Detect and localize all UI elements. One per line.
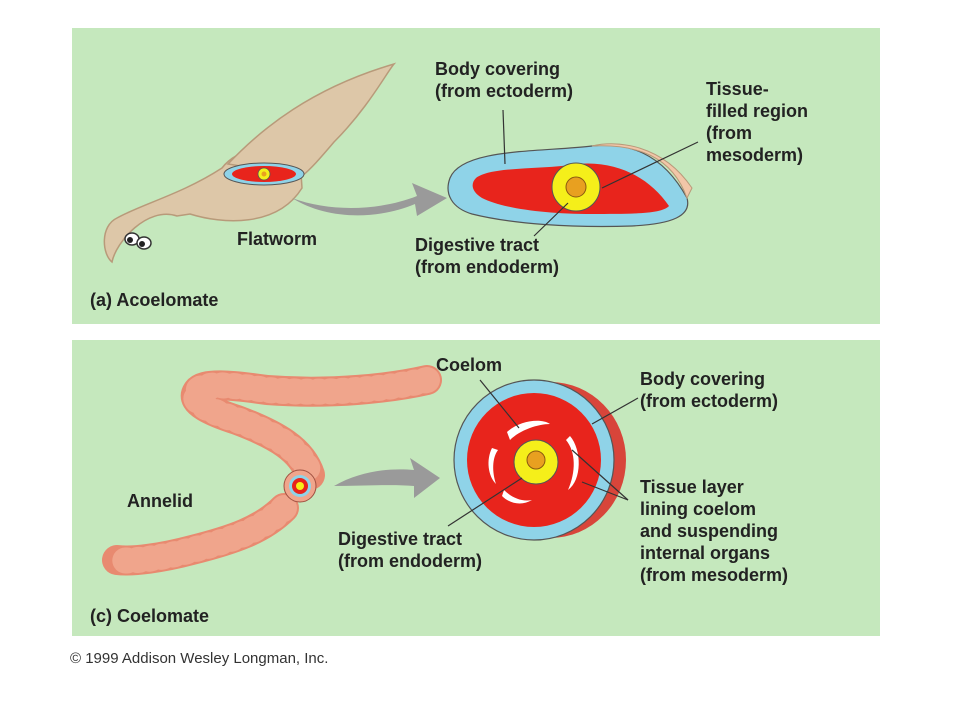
coelom-cavity [502, 490, 532, 504]
arrow-icon [292, 183, 447, 216]
tissue-region-label: Tissue- filled region (from mesoderm) [706, 79, 809, 165]
copyright-notice: © 1999 Addison Wesley Longman, Inc. [70, 650, 329, 667]
digestive-tract-label: Digestive tract (from endoderm) [415, 235, 559, 277]
acoelomate-caption: (a) Acoelomate [90, 290, 219, 310]
coelomate-caption: (c) Coelomate [90, 606, 210, 626]
coelom-cavity [566, 436, 579, 490]
arrow-icon [334, 458, 440, 498]
coelom-cavity [488, 448, 498, 484]
coelomate-illustration [102, 365, 639, 576]
flatworm-tail [226, 62, 397, 177]
body-covering-label: Body covering (from ectoderm) [435, 59, 574, 101]
digestive-tract-label: Digestive tract (from endoderm) [338, 529, 482, 571]
body-covering-label: Body covering (from ectoderm) [640, 369, 779, 411]
flatworm-label: Flatworm [237, 229, 318, 249]
coelomate-panel: Coelom Body covering (from ectoderm) Tis… [72, 340, 880, 636]
coelom-label: Coelom [436, 355, 503, 375]
tissue-layer-label: Tissue layer lining coelom and suspendin… [640, 477, 789, 585]
acoelomate-panel: Body covering (from ectoderm) Tissue- fi… [72, 28, 880, 324]
acoelomate-illustration [103, 62, 699, 264]
annelid-label: Annelid [127, 491, 193, 511]
